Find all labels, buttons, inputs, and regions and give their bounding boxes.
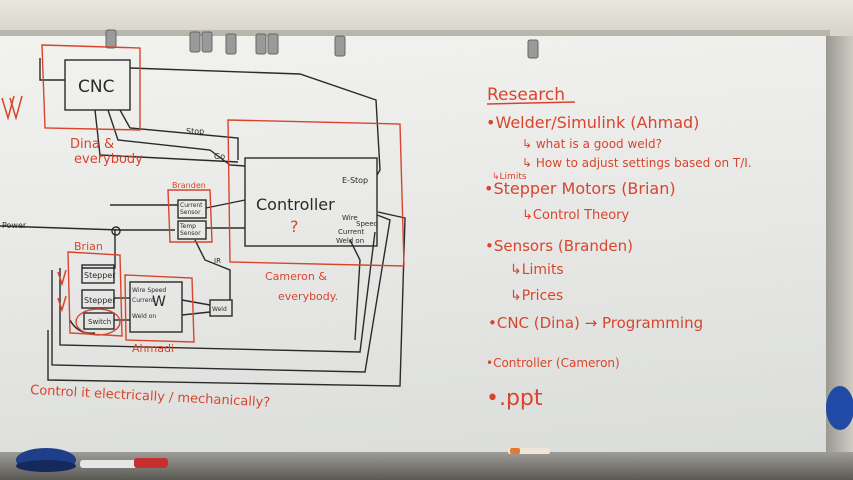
research-item-6: •Sensors (Branden) <box>485 237 633 255</box>
research-item-5: ↳Control Theory <box>522 208 629 223</box>
current-sensor-box <box>177 199 207 219</box>
temp-sensor-label-1: Temp <box>179 223 196 230</box>
stepper-label-1: Stepper <box>84 271 116 280</box>
stop-label: Stop <box>186 127 204 136</box>
current-sensor-label-1: Current <box>180 202 203 209</box>
research-item-11: •.ppt <box>486 386 543 411</box>
research-item-8: ↳Prices <box>510 288 563 304</box>
switch-label: Switch <box>88 318 111 326</box>
weld-box <box>209 299 233 317</box>
control-question-label: Control it electrically / mechanically? <box>30 383 271 411</box>
stepper-label-2: Stepper <box>84 296 116 305</box>
clip-icon <box>105 29 539 59</box>
wall-edge <box>826 36 853 456</box>
check-mark-icon <box>1 95 67 313</box>
dina-label-2: everybody <box>74 152 143 167</box>
whiteboard <box>0 30 830 461</box>
research-item-4: •Stepper Motors (Brian) <box>484 179 676 198</box>
ir-label: IR <box>214 257 221 265</box>
stepper-box-2 <box>81 289 115 309</box>
cameron-label-1: Cameron & <box>265 270 327 283</box>
speed-label: Speed <box>356 220 378 228</box>
estop-label: E-Stop <box>342 176 368 185</box>
group-outlines <box>41 44 405 343</box>
controller-label: Controller <box>256 195 335 214</box>
research-item-0: •Welder/Simulink (Ahmad) <box>486 113 699 132</box>
welder-w-label: W <box>152 294 166 310</box>
current-sensor-label-2: Sensor <box>180 209 201 216</box>
research-item-10: •Controller (Cameron) <box>486 356 620 370</box>
marker-icon <box>80 458 168 468</box>
research-item-2: ↳ How to adjust settings based on T/I. <box>522 156 752 170</box>
research-item-1: ↳ what is a good weld? <box>522 137 662 151</box>
temp-sensor-box <box>177 220 207 240</box>
eraser-icon <box>16 448 76 472</box>
welder-current-label: Current <box>132 297 155 304</box>
dina-label-1: Dina & <box>70 137 114 152</box>
brian-label: Brian <box>74 240 103 253</box>
ahmadi-label: Ahmadi <box>132 342 174 355</box>
power-label: Power <box>2 221 27 230</box>
welder-speed-label: Wire Speed <box>132 287 166 294</box>
weld-box-label: Weld <box>212 306 227 313</box>
research-title: Research <box>487 85 565 105</box>
controller-box <box>244 157 378 247</box>
research-item-3: ↳Limits <box>492 172 527 182</box>
research-item-7: ↳Limits <box>510 262 564 278</box>
welder-weld-on-label: Weld on <box>132 313 156 320</box>
cnc-label: CNC <box>78 77 114 97</box>
research-item-9: •CNC (Dina) → Programming <box>488 314 703 332</box>
current-label: Current <box>338 228 365 236</box>
temp-sensor-label-2: Sensor <box>180 230 201 237</box>
weld-on-label: Weld on <box>336 237 364 245</box>
go-label: Go <box>214 152 225 161</box>
eraser-icon <box>826 386 853 430</box>
cameron-label-2: everybody. <box>278 290 338 303</box>
marker-icon <box>508 448 550 454</box>
branden-label: Branden <box>172 181 206 190</box>
stepper-box-1 <box>81 264 115 284</box>
wiring-lines <box>0 58 406 387</box>
wire-label: Wire <box>342 214 358 222</box>
welder-box <box>129 281 183 333</box>
switch-box <box>83 312 115 330</box>
cnc-box <box>64 59 131 111</box>
controller-question: ? <box>290 217 299 236</box>
